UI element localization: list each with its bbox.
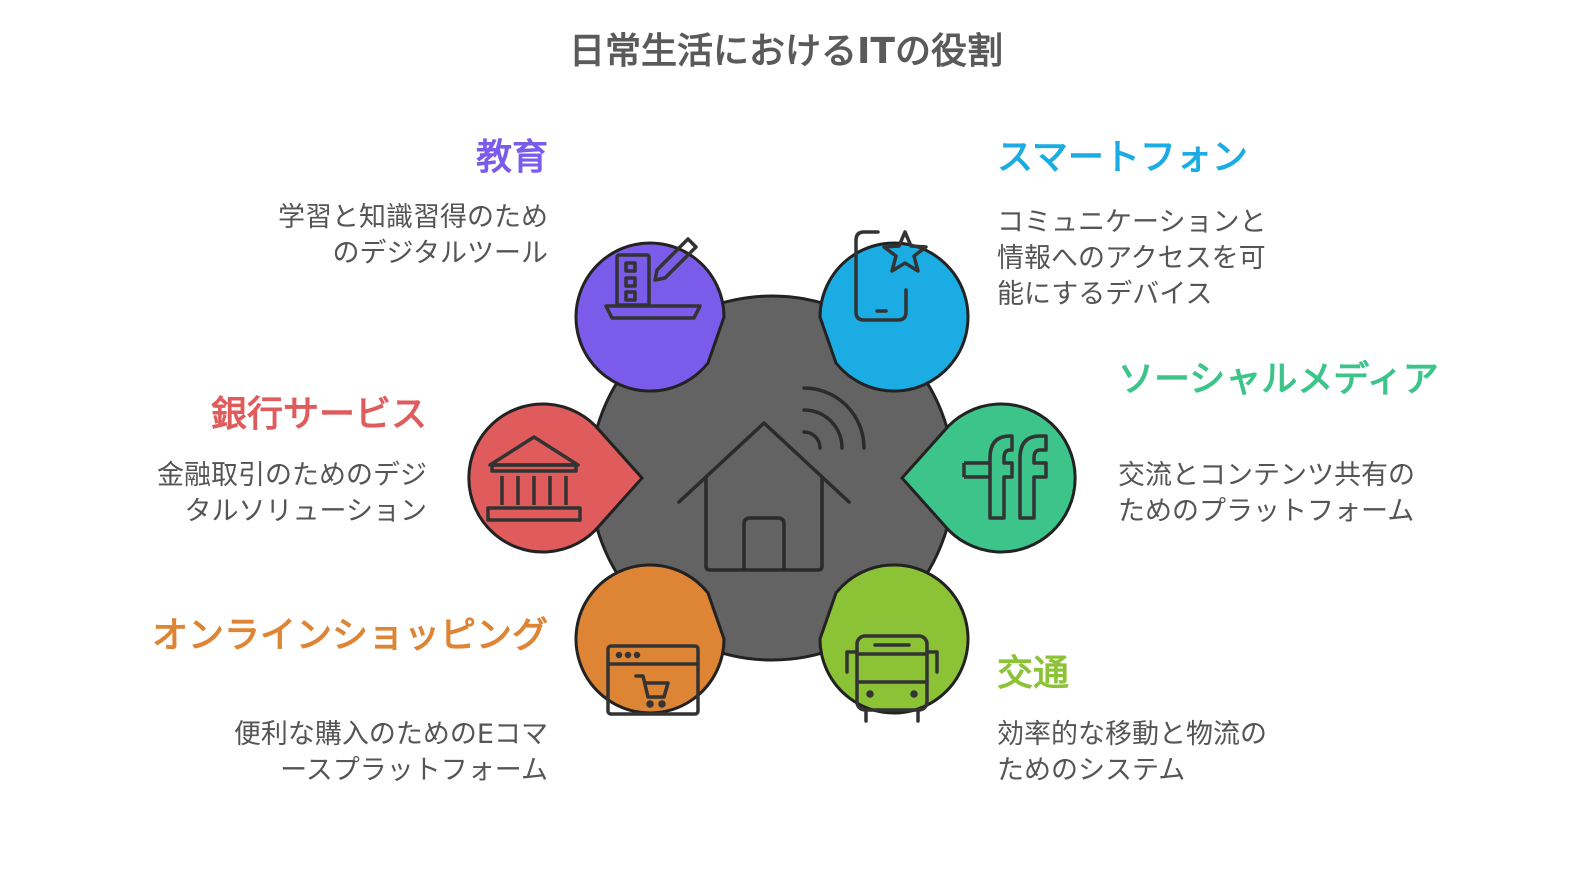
desc-education: 学習と知識習得のため のデジタルツール [278,200,548,272]
node-banking [467,402,645,554]
desc-line: コミュニケーションと [997,207,1267,238]
heading-transport: 交通 [997,653,1070,694]
page-title: 日常生活におけるITの役割 [569,31,1003,72]
smartphone-star-icon [854,230,928,322]
smart-home-icon [677,386,866,572]
heading-smartphone: スマートフォン [997,137,1248,178]
desc-banking: 金融取引のためのデジ タルソリューション [157,458,427,530]
node-transport [818,563,970,723]
bank-icon [486,435,582,522]
desc-smartphone: コミュニケーションと 情報へのアクセスを可 能にするデバイス [997,205,1266,313]
desc-line: 学習と知識習得のため [278,202,548,233]
shopping-cart-icon [606,644,700,716]
desc-line: のデジタルツール [332,238,548,269]
node-social [899,402,1077,554]
heading-social: ソーシャルメディア [1118,359,1439,400]
desc-shopping: 便利な購入のためのEコマ ースプラットフォーム [234,717,548,789]
bus-icon [845,634,939,723]
desc-line: ースプラットフォーム [280,755,548,786]
desc-line: 効率的な移動と物流の [997,719,1267,750]
desc-line: タルソリューション [184,496,427,527]
desc-line: 金融取引のためのデジ [157,460,427,491]
heading-banking: 銀行サービス [210,394,427,435]
heading-shopping: オンラインショッピング [151,615,548,656]
shopping-bubble [574,563,726,715]
node-smartphone [818,230,970,393]
ff-logo-icon [962,434,1048,520]
heading-education: 教育 [475,137,548,178]
desc-line: 能にするデバイス [997,279,1213,310]
desc-social: 交流とコンテンツ共有の ためのプラットフォーム [1118,458,1415,530]
desc-line: 便利な購入のためのEコマ [233,719,548,750]
laptop-pencil-icon [604,237,702,320]
desc-line: ためのシステム [997,755,1186,786]
desc-line: 情報へのアクセスを可 [997,243,1266,274]
banking-bubble [467,402,645,554]
transport-bubble [818,563,970,715]
node-shopping [574,563,726,716]
node-education [574,237,726,393]
desc-transport: 効率的な移動と物流の ためのシステム [997,717,1267,789]
desc-line: 交流とコンテンツ共有の [1118,460,1415,491]
desc-line: ためのプラットフォーム [1118,496,1415,527]
